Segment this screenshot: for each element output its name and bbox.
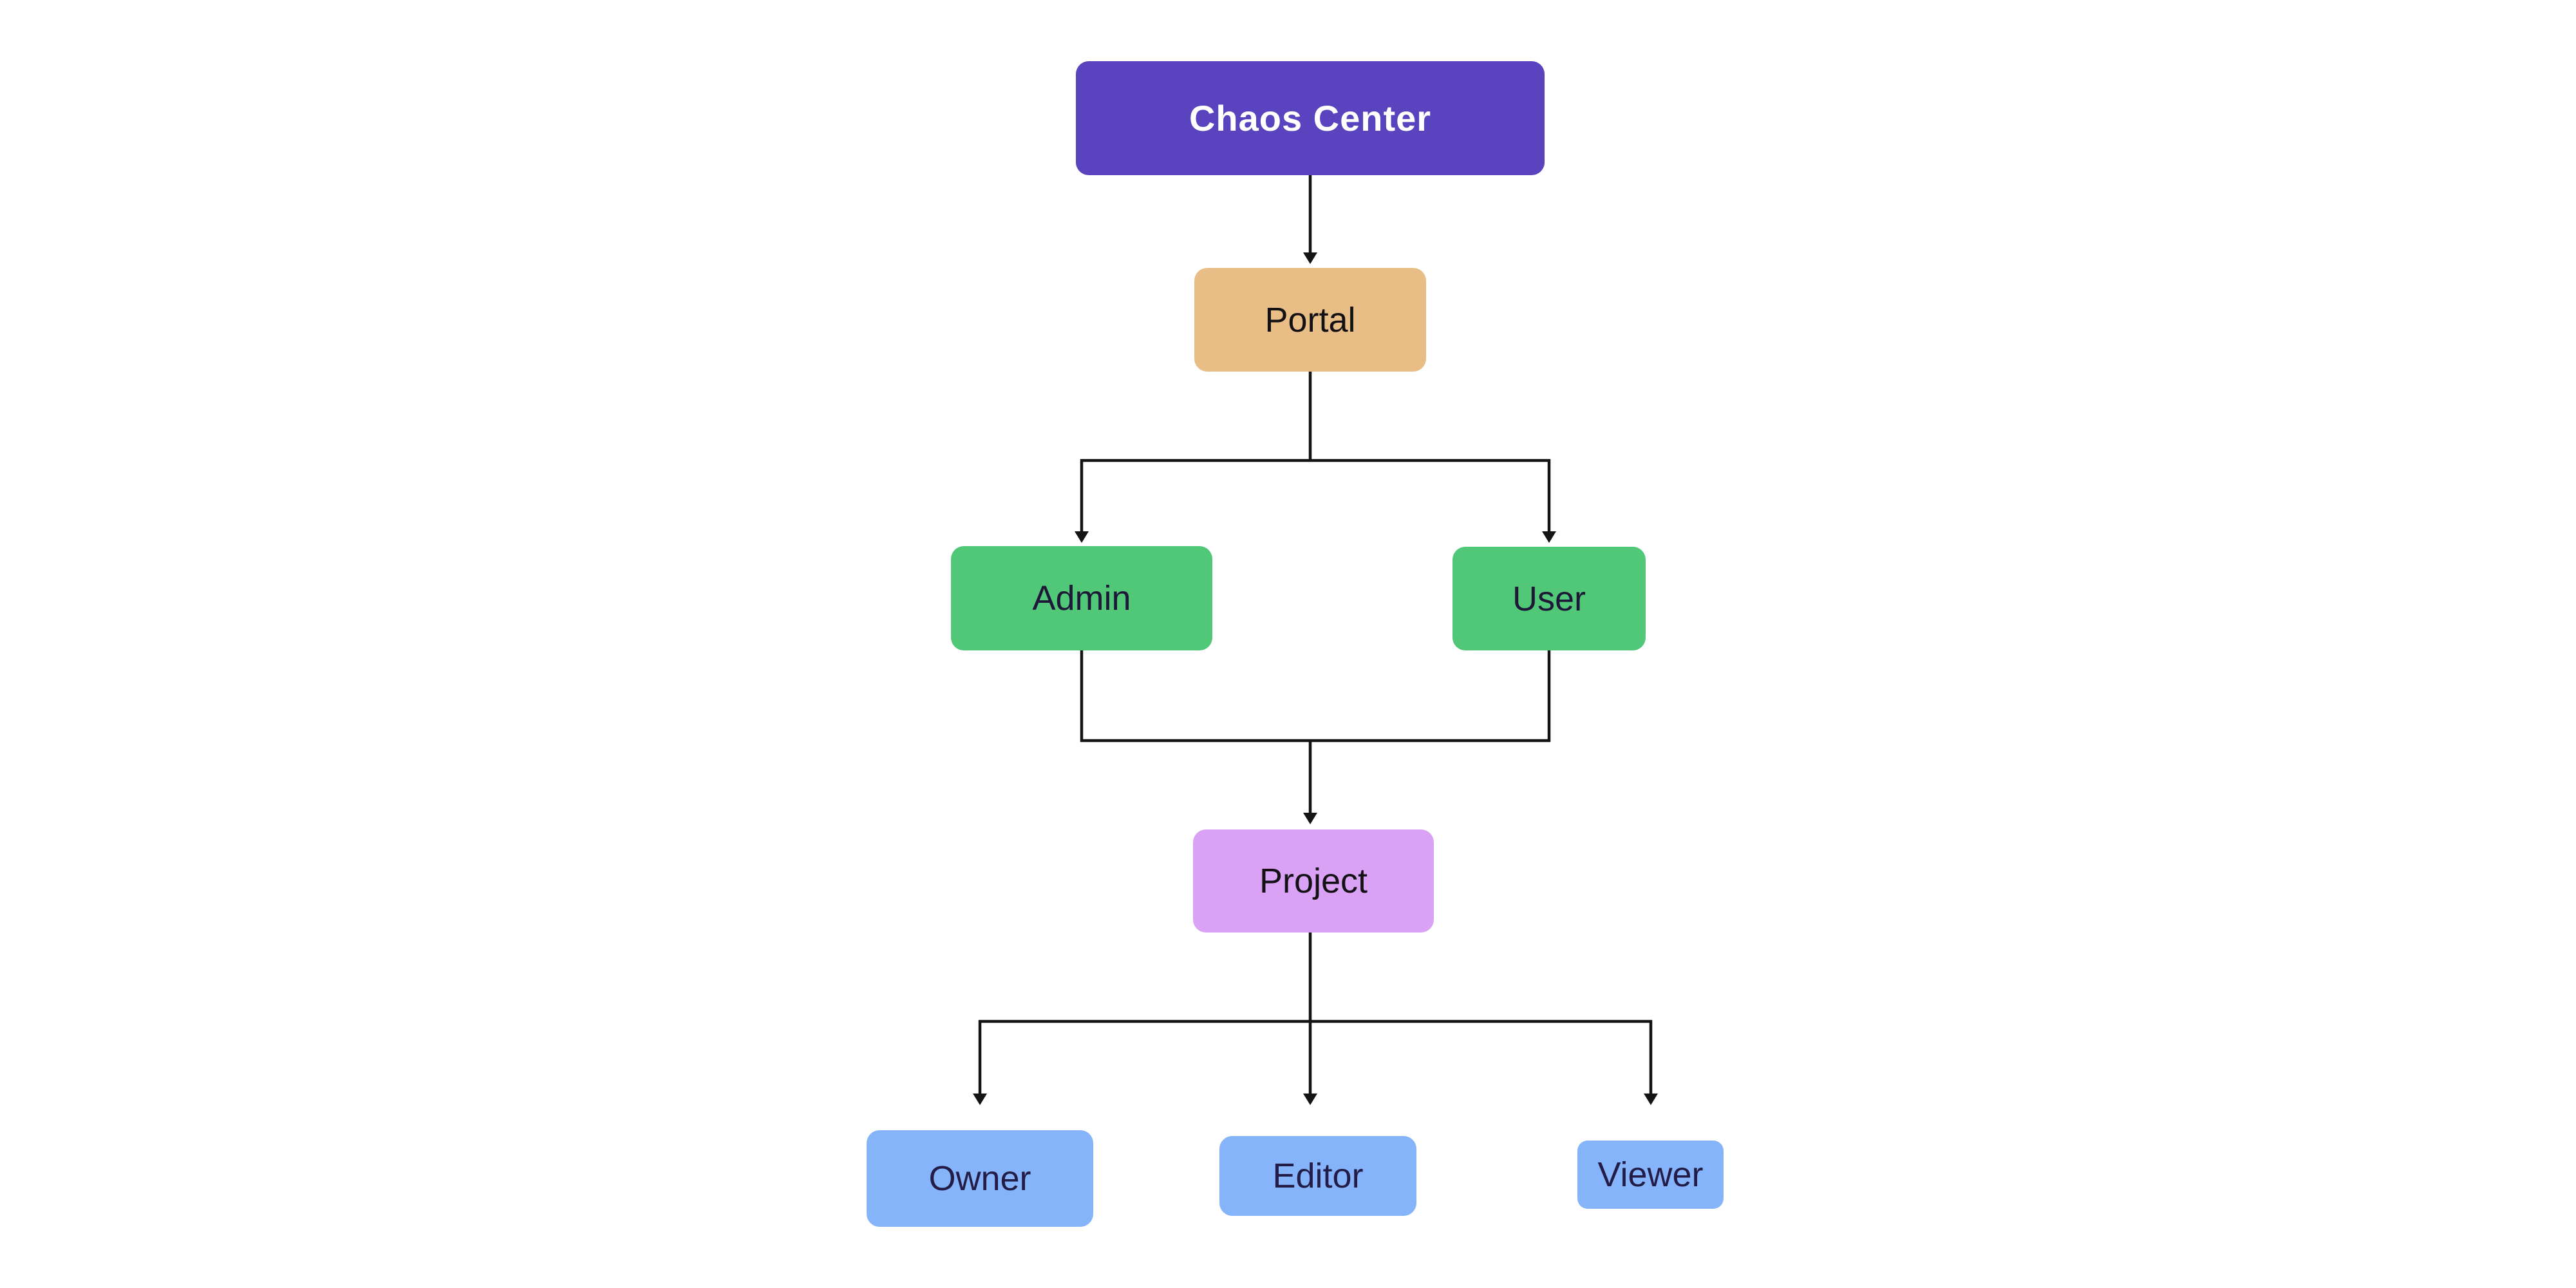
node-chaos-center: Chaos Center (1076, 61, 1545, 175)
node-admin: Admin (951, 546, 1212, 650)
arrowhead-to-viewer (1644, 1094, 1658, 1105)
arrowhead-to-editor (1303, 1094, 1317, 1105)
node-label-editor: Editor (1272, 1157, 1364, 1195)
node-project: Project (1193, 829, 1434, 933)
node-editor: Editor (1219, 1136, 1416, 1216)
node-label-user: User (1512, 579, 1586, 618)
edge-arrowheads (973, 252, 1658, 1105)
arrowhead-to-owner (973, 1094, 987, 1105)
node-label-portal: Portal (1264, 300, 1356, 339)
node-label-chaos-center: Chaos Center (1189, 97, 1432, 138)
arrowhead-to-project (1303, 813, 1317, 824)
node-label-viewer: Viewer (1597, 1155, 1704, 1194)
node-portal: Portal (1194, 268, 1426, 372)
node-owner: Owner (867, 1130, 1093, 1227)
arrowhead-to-user (1542, 531, 1556, 543)
node-label-owner: Owner (928, 1159, 1031, 1198)
node-user: User (1453, 547, 1646, 650)
arrowhead-to-portal (1303, 252, 1317, 264)
node-viewer: Viewer (1577, 1141, 1724, 1209)
arrowhead-to-admin (1075, 531, 1089, 543)
node-label-project: Project (1259, 862, 1368, 900)
node-label-admin: Admin (1032, 579, 1131, 618)
